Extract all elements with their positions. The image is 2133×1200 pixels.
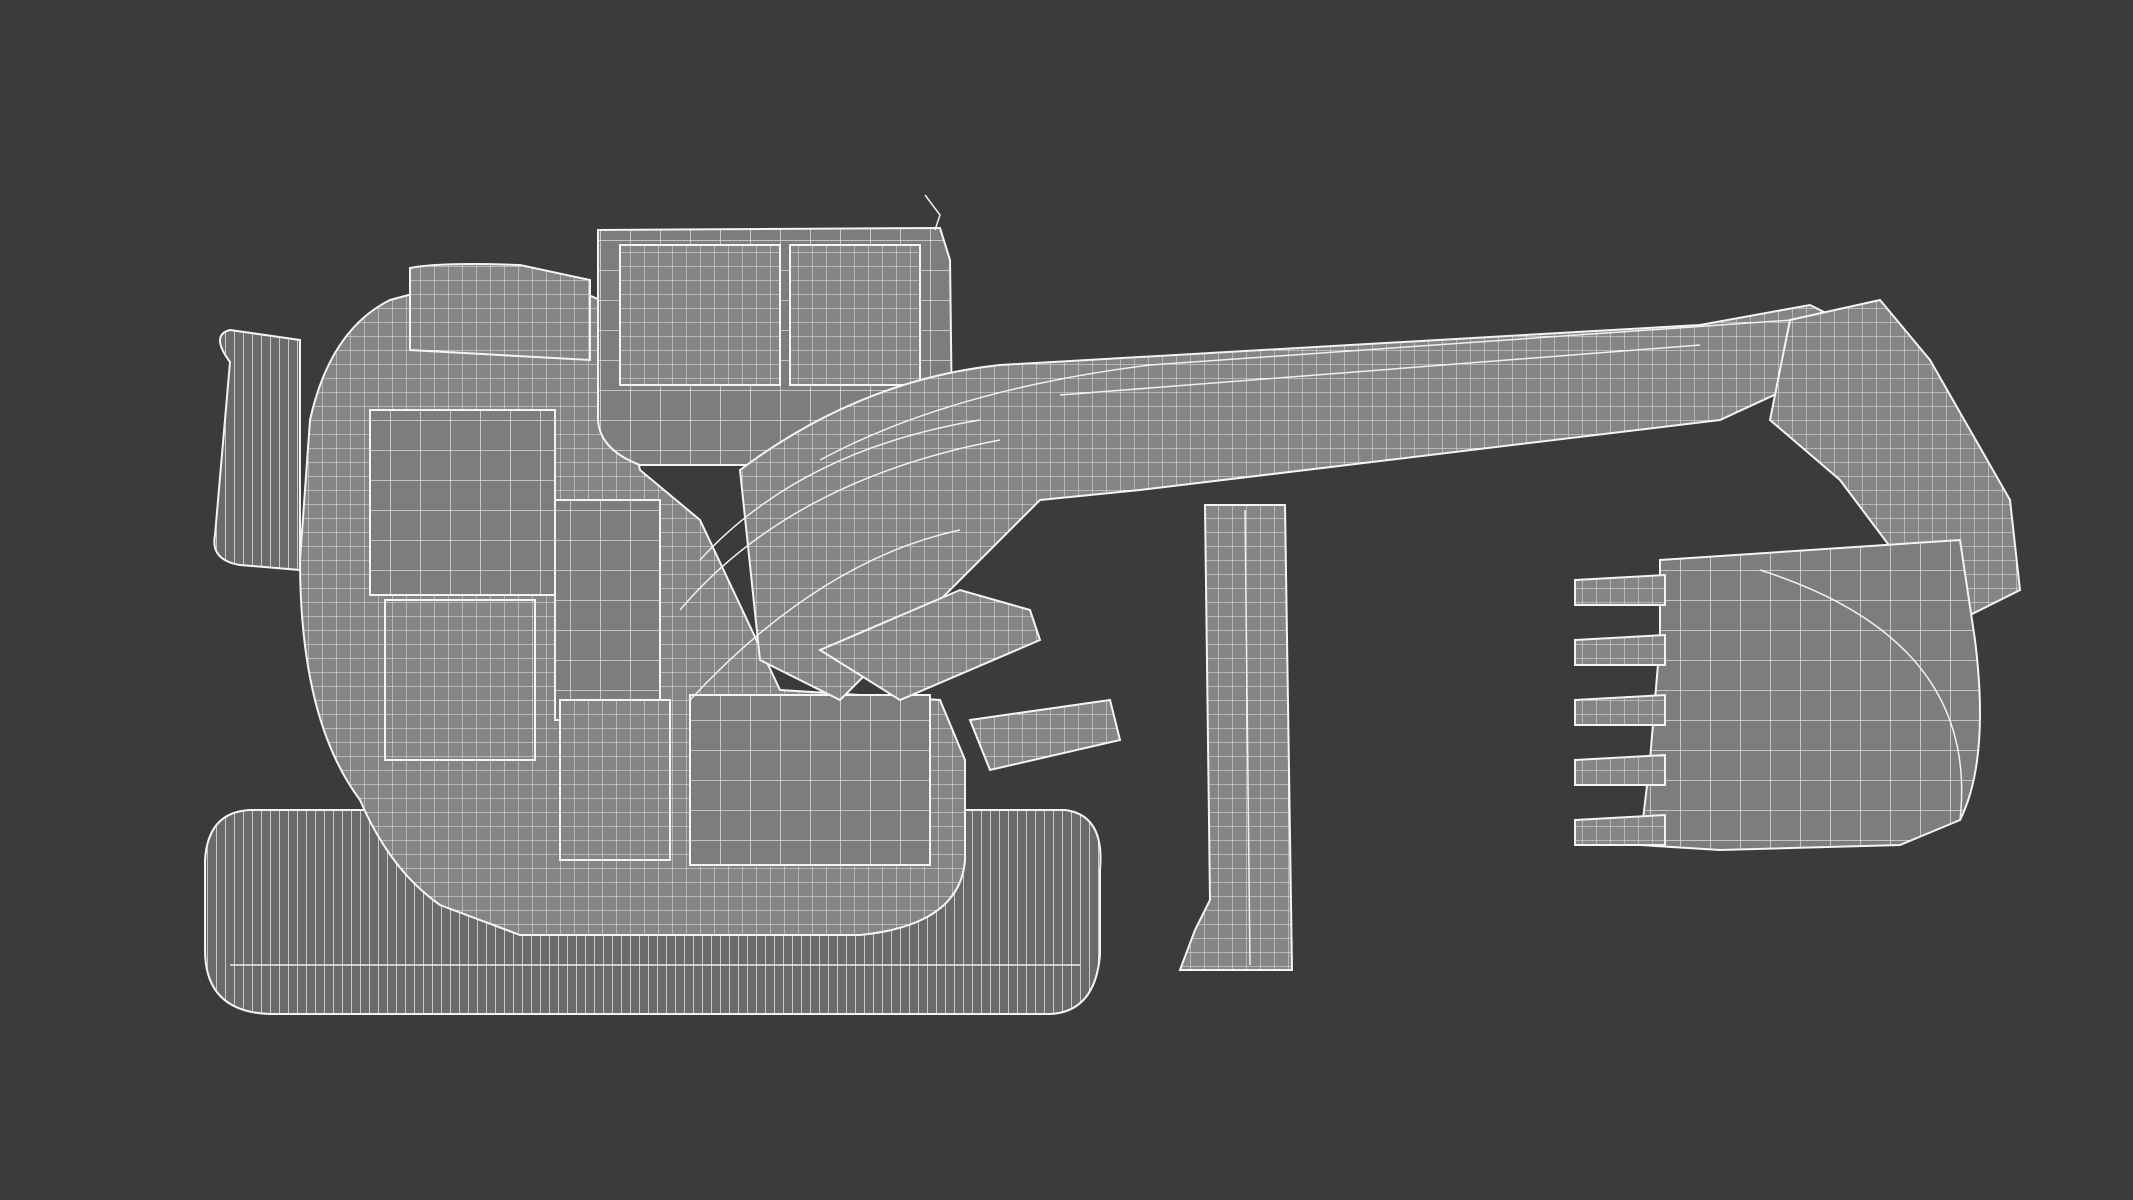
dozer-blade [1178,504,1294,971]
radiator-grille [554,499,661,721]
hydraulic-cylinders [817,588,1122,772]
track-upper [213,328,301,572]
bucket [1638,538,1981,852]
deck-plate [689,694,931,866]
bucket-teeth [1574,573,1666,846]
operator-cab [597,194,954,466]
engine-panel [369,409,556,596]
upper-structure [298,263,966,936]
boom [679,303,1862,702]
